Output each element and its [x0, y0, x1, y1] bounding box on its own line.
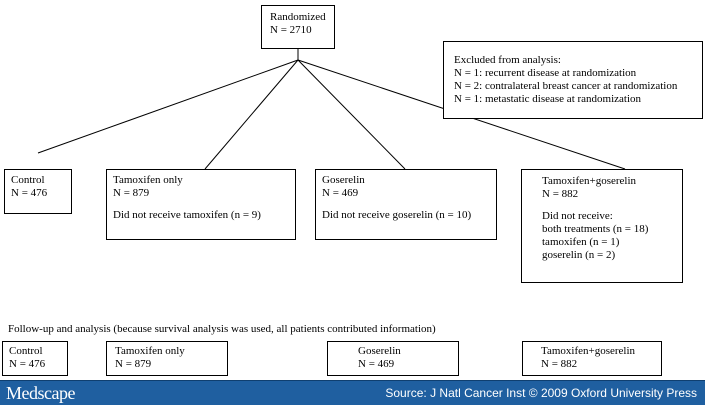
excluded-title: Excluded from analysis: [454, 54, 561, 66]
arm-count: N = 469 [322, 187, 359, 199]
footer-bar: Medscape Source: J Natl Cancer Inst © 20… [0, 380, 705, 405]
arm-note: goserelin (n = 2) [542, 249, 616, 261]
arm-name: Control [11, 174, 45, 186]
followup-arm-name: Goserelin [358, 345, 401, 357]
randomized-count: N = 2710 [270, 24, 312, 36]
source-credit: Source: J Natl Cancer Inst © 2009 Oxford… [385, 386, 697, 400]
medscape-logo[interactable]: Medscape [6, 383, 75, 403]
connector-line [297, 59, 406, 170]
arm-control-box: Control N = 476 [4, 169, 72, 214]
arm-note: Did not receive: [542, 210, 613, 222]
arm-name: Tamoxifen only [113, 174, 183, 186]
followup-tamoxifen-goserelin-box: Tamoxifen+goserelin N = 882 [522, 341, 662, 376]
arm-name: Goserelin [322, 174, 365, 186]
arm-name: Tamoxifen+goserelin [542, 175, 637, 187]
followup-arm-count: N = 879 [115, 358, 152, 370]
arm-count: N = 879 [113, 187, 150, 199]
excluded-box: Excluded from analysis: N = 1: recurrent… [443, 41, 703, 119]
followup-control-box: Control N = 476 [2, 341, 68, 376]
excluded-item: N = 2: contralateral breast cancer at ra… [454, 80, 678, 92]
arm-count: N = 476 [11, 187, 48, 199]
arm-note: both treatments (n = 18) [542, 223, 649, 235]
randomized-box: Randomized N = 2710 [261, 5, 335, 49]
excluded-item: N = 1: recurrent disease at randomizatio… [454, 67, 637, 79]
arm-tamoxifen-box: Tamoxifen only N = 879 Did not receive t… [106, 169, 296, 240]
followup-arm-count: N = 469 [358, 358, 395, 370]
arm-goserelin-box: Goserelin N = 469 Did not receive gosere… [315, 169, 497, 240]
connector-line [204, 59, 299, 170]
connector-line [37, 59, 299, 154]
randomized-title: Randomized [270, 11, 326, 23]
arm-note: Did not receive tamoxifen (n = 9) [113, 209, 261, 221]
followup-arm-count: N = 476 [9, 358, 46, 370]
followup-arm-name: Tamoxifen+goserelin [541, 345, 636, 357]
followup-arm-name: Control [9, 345, 43, 357]
followup-arm-count: N = 882 [541, 358, 578, 370]
followup-caption: Follow-up and analysis (because survival… [8, 323, 436, 335]
arm-note: Did not receive goserelin (n = 10) [322, 209, 472, 221]
arm-count: N = 882 [542, 188, 579, 200]
followup-goserelin-box: Goserelin N = 469 [327, 341, 459, 376]
arm-note: tamoxifen (n = 1) [542, 236, 620, 248]
excluded-item: N = 1: metastatic disease at randomizati… [454, 93, 642, 105]
followup-arm-name: Tamoxifen only [115, 345, 185, 357]
followup-tamoxifen-box: Tamoxifen only N = 879 [106, 341, 228, 376]
arm-tamoxifen-goserelin-box: Tamoxifen+goserelin N = 882 Did not rece… [521, 169, 683, 283]
